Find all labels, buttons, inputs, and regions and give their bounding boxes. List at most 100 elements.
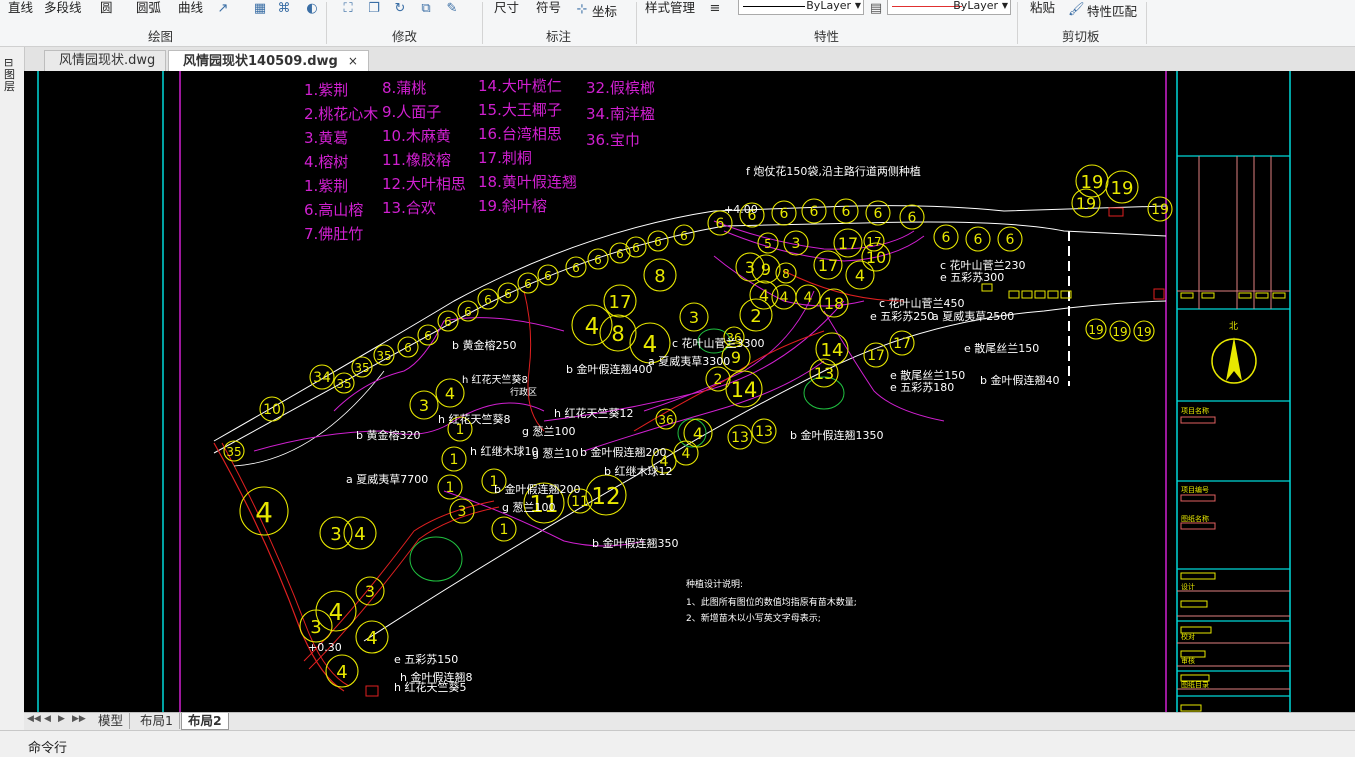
close-icon[interactable]: × — [347, 54, 358, 68]
drawing-canvas[interactable]: 项目名称 项目编号 图纸名称 设计 校对 审核 图纸目录 北 — [24, 71, 1355, 712]
boundary-icon[interactable]: ◐ — [306, 1, 318, 16]
tree-symbol — [491, 516, 517, 542]
nav-first-icon[interactable]: ◀◀ — [27, 714, 41, 724]
tree-number: 9 — [731, 348, 741, 367]
tree-symbol — [1071, 188, 1101, 218]
tree-symbol — [481, 468, 507, 494]
tree-number: 19 — [1076, 194, 1096, 213]
polyline-tool[interactable]: 多段线 — [44, 0, 82, 15]
tree-number: 4 — [255, 496, 273, 529]
plant-label: b 金叶假连翘1350 — [790, 428, 883, 442]
edit-icon[interactable]: ✎ — [446, 1, 458, 16]
tree-number: 3 — [745, 258, 755, 277]
tree-number: 3 — [689, 308, 699, 327]
tree-number: 6 — [616, 247, 624, 261]
region-icon[interactable]: ⌘ — [277, 1, 291, 16]
curve-tool[interactable]: 曲线 — [178, 0, 204, 15]
tree-symbol — [655, 408, 677, 430]
tree-number: 10 — [263, 402, 281, 418]
tree-number: 6 — [632, 241, 640, 255]
tab-layout2[interactable]: 布局2 — [181, 713, 229, 730]
tree-number: 19 — [1112, 325, 1127, 339]
tree-symbol — [683, 418, 713, 448]
linetype-select[interactable]: ByLayer▼ — [738, 0, 864, 15]
document-tabs: 风情园现状.dwg 风情园现状140509.dwg × — [0, 47, 1355, 72]
move-icon[interactable]: ⛶ — [343, 1, 353, 16]
tree-symbol — [997, 226, 1023, 252]
tree-symbol — [449, 498, 475, 524]
left-palette: ⊟图层 — [0, 47, 25, 712]
legend-item: 8.蒲桃 — [382, 79, 426, 97]
group-clipboard: 剪切板 — [1062, 29, 1100, 44]
tree-number: 2 — [714, 372, 723, 388]
tree-symbol — [333, 372, 355, 394]
doc-tab-label: 风情园现状140509.dwg — [183, 54, 338, 69]
match-properties-icon[interactable]: 🖌 — [1068, 2, 1085, 17]
tree-number: 36 — [658, 413, 673, 427]
separator — [636, 2, 637, 44]
copy-icon[interactable]: ❐ — [368, 1, 380, 16]
group-properties: 特性 — [814, 29, 840, 44]
tree-symbol — [865, 200, 891, 226]
tree-number: 1 — [500, 522, 509, 538]
layer-palette-tab[interactable]: ⊟图层 — [4, 57, 18, 93]
command-line[interactable]: 命令行 — [0, 730, 1355, 757]
north-arrow-icon: 北 — [1211, 321, 1257, 384]
tree-symbol — [775, 262, 797, 284]
tree-number: 6 — [780, 206, 789, 222]
plant-label: b 金叶假连翘40 — [980, 373, 1059, 387]
hatch-icon[interactable]: ▦ — [253, 1, 267, 16]
tree-number: 17 — [866, 235, 881, 249]
tree-number: 4 — [855, 266, 865, 285]
coordinate-tool[interactable]: 坐标 — [592, 4, 618, 19]
doc-tab-2[interactable]: 风情园现状140509.dwg × — [168, 50, 369, 71]
symbol-tool[interactable]: 符号 — [536, 0, 562, 15]
tree-number: 4 — [804, 290, 813, 306]
tree-number: 13 — [755, 424, 773, 440]
tree-symbol — [523, 482, 565, 524]
tree-symbol — [725, 370, 763, 408]
plant-label: h 红花天竺葵5 — [394, 680, 466, 694]
plant-label: f 炮仗花150袋,沿主路行道两侧种植 — [746, 164, 921, 178]
line-tool[interactable]: 直线 — [8, 0, 34, 15]
tree-symbol — [437, 474, 463, 500]
tree-number: 6 — [404, 341, 412, 355]
plant-label: h 金叶假连翘8 — [400, 670, 472, 684]
tree-symbol — [259, 396, 285, 422]
tab-model[interactable]: 模型 — [92, 713, 131, 729]
nav-last-icon[interactable]: ▶▶ — [72, 714, 86, 724]
tree-number: 19 — [1111, 178, 1134, 199]
tree-number: 6 — [544, 269, 552, 283]
rotate-icon[interactable]: ↻ — [394, 1, 406, 16]
group-annotate: 标注 — [546, 29, 572, 44]
ray-icon[interactable]: ↗ — [217, 1, 229, 16]
tree-number: 13 — [731, 430, 749, 446]
notes-title: 种植设计说明: — [686, 578, 743, 590]
plant-label: g 葱兰100 — [522, 425, 575, 438]
tree-symbol — [673, 440, 699, 466]
doc-tab-1[interactable]: 风情园现状.dwg — [44, 50, 167, 71]
arc-tool[interactable]: 圆弧 — [136, 0, 162, 15]
tree-number: 35 — [354, 361, 369, 375]
tree-symbol — [795, 284, 821, 310]
paste-button[interactable]: 粘贴 — [1030, 0, 1056, 15]
nav-prev-icon[interactable]: ◀ — [44, 714, 51, 724]
coordinate-icon[interactable]: ⊹ — [576, 2, 588, 17]
dimension-tool[interactable]: 尺寸 — [494, 0, 520, 15]
tree-symbol — [1075, 164, 1109, 198]
list-icon[interactable]: ≡ — [709, 1, 721, 16]
match-properties-button[interactable]: 特性匹配 — [1087, 4, 1138, 19]
style-manager[interactable]: 样式管理 — [645, 0, 696, 15]
nav-next-icon[interactable]: ▶ — [58, 714, 65, 724]
tree-symbol — [457, 300, 479, 322]
tree-number: 6 — [974, 232, 983, 248]
lineweight-select[interactable]: ByLayer▼ — [887, 0, 1011, 15]
plant-label: c 花叶山菅兰450 — [879, 297, 965, 310]
plant-label: g 葱兰100 — [502, 501, 555, 514]
tree-symbol — [1133, 320, 1155, 342]
tree-number: 19 — [1088, 323, 1103, 337]
circle-tool[interactable]: 圆 — [100, 0, 113, 15]
mirror-icon[interactable]: ⧉ — [421, 1, 431, 16]
legend-item: 16.台湾相思 — [478, 125, 562, 143]
tab-layout1[interactable]: 布局1 — [134, 713, 180, 729]
